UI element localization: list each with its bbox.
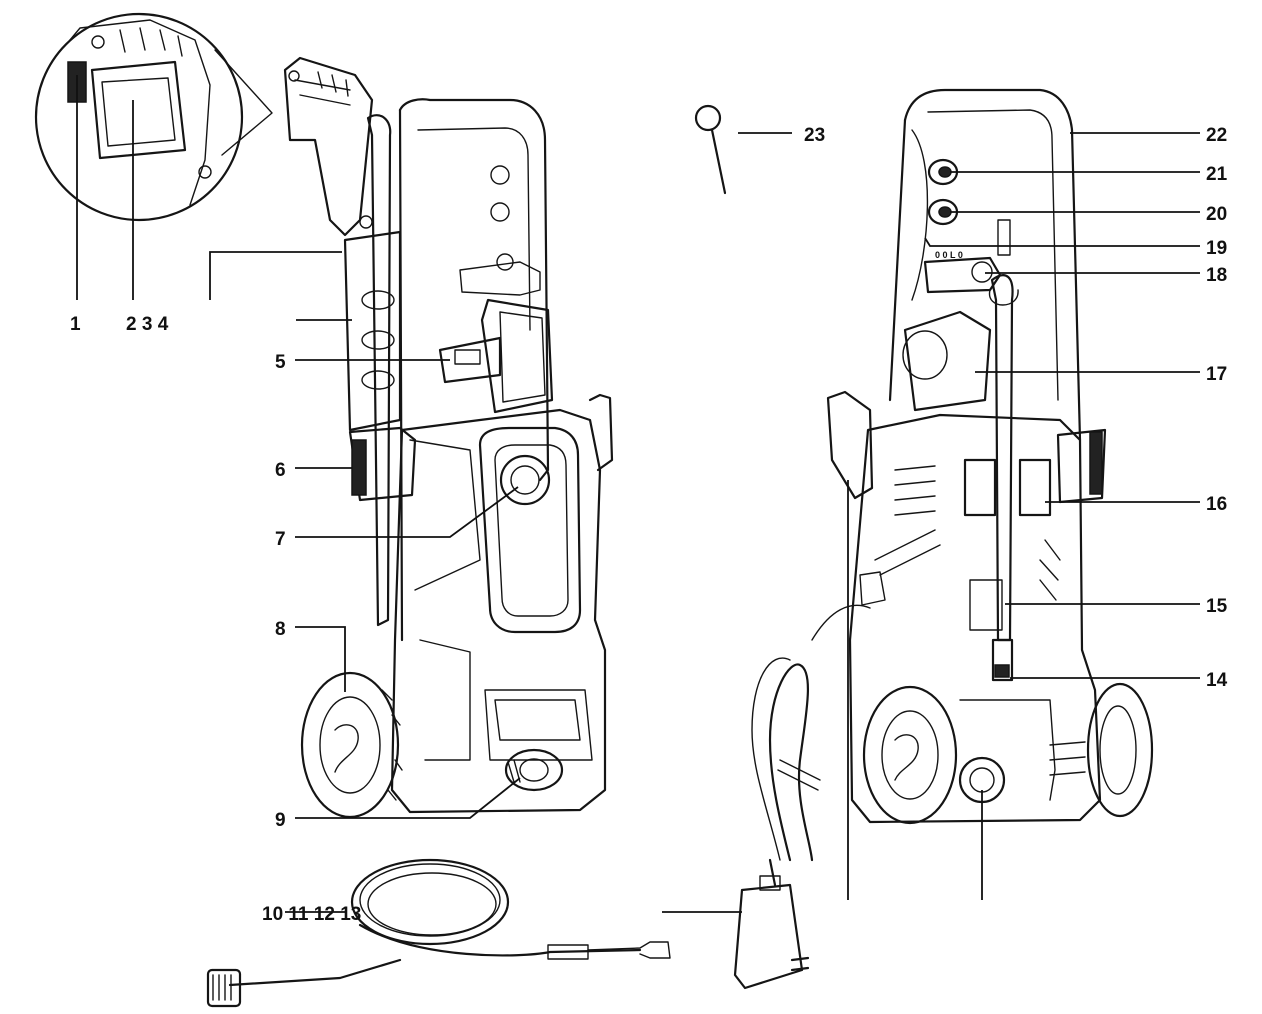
cleaning-needle xyxy=(694,104,727,195)
main-handle xyxy=(398,98,550,482)
leader-9 xyxy=(295,777,521,819)
inset-trigger-guard xyxy=(90,60,187,160)
callout-2-3-4: 2 3 4 xyxy=(126,314,169,335)
callout-14: 14 xyxy=(1206,670,1228,691)
callout-15: 15 xyxy=(1206,596,1228,617)
lance-nozzle xyxy=(991,638,1014,682)
rear-wheel-right xyxy=(1086,682,1154,818)
rear-wheel-left xyxy=(862,685,958,825)
callout-17: 17 xyxy=(1206,364,1227,385)
inlet-connector xyxy=(459,261,541,296)
holster-bracket xyxy=(438,336,502,384)
callout-6: 6 xyxy=(275,460,286,481)
water-outlet xyxy=(504,748,564,792)
callout-8: 8 xyxy=(275,619,286,640)
callout-23: 23 xyxy=(804,125,825,146)
rear-vents xyxy=(894,465,936,516)
power-switch xyxy=(499,454,551,506)
callout-10-13: 10 11 12 13 xyxy=(262,904,361,925)
leader-7 xyxy=(295,486,519,538)
callout-5: 5 xyxy=(275,352,286,373)
accessory-clip-1 xyxy=(963,458,997,517)
power-cord xyxy=(733,604,871,990)
rating-label xyxy=(969,579,1003,631)
gfci-plug xyxy=(733,883,804,990)
lance-rod xyxy=(366,114,392,627)
leader-lines xyxy=(76,75,1200,913)
leader-8 xyxy=(295,626,346,692)
high-pressure-hose xyxy=(206,858,671,1008)
callout-22: 22 xyxy=(1206,125,1227,146)
leader-234-main xyxy=(209,251,342,300)
washer-front-view xyxy=(283,56,614,819)
rear-body xyxy=(848,413,1102,824)
callout-1: 1 xyxy=(70,314,81,335)
motor-housing xyxy=(903,310,992,412)
front-wheel xyxy=(300,671,400,819)
inset-handle-outline xyxy=(69,19,211,206)
hose-fitting xyxy=(587,941,671,959)
motor-body xyxy=(390,408,607,814)
washer-rear-view: 0 0 L 0 xyxy=(826,88,1154,825)
detail-inset-trigger xyxy=(34,12,273,222)
leader-19 xyxy=(924,237,1200,247)
indicator-marks: 0 0 L 0 xyxy=(935,250,963,260)
callout-19: 19 xyxy=(1206,238,1227,259)
callout-18: 18 xyxy=(1206,265,1227,286)
spray-gun xyxy=(283,56,374,237)
switch-panel xyxy=(478,426,582,634)
inset-circle xyxy=(34,12,244,222)
callout-21: 21 xyxy=(1206,164,1228,185)
callout-16: 16 xyxy=(1206,494,1227,515)
callout-9: 9 xyxy=(275,810,286,831)
callout-labels: 1 2 3 4 5 6 7 8 9 10 11 12 13 23 22 21 2… xyxy=(70,125,1228,925)
accessory-clip-2 xyxy=(1018,458,1052,517)
inlet-adapter xyxy=(923,256,1002,294)
inset-pointer xyxy=(214,49,273,156)
detergent-tank xyxy=(480,298,554,414)
callout-20: 20 xyxy=(1206,204,1227,225)
side-panel xyxy=(343,230,402,432)
callout-7: 7 xyxy=(275,529,286,550)
rear-hook xyxy=(826,390,874,500)
rear-handle xyxy=(903,88,1082,442)
inset-trigger-inner xyxy=(101,77,176,147)
hose-coupler xyxy=(206,968,242,1008)
